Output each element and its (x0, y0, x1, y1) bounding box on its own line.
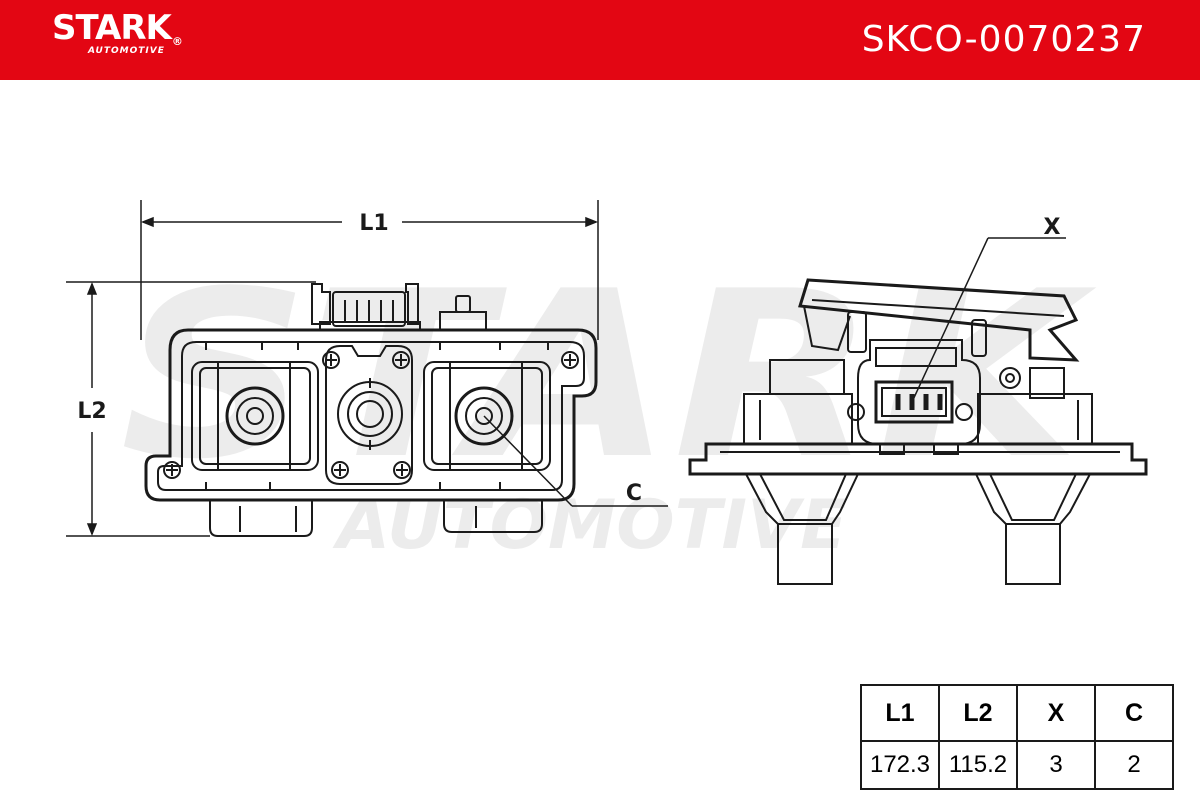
coil-top-view (144, 283, 598, 537)
brand-subtitle: AUTOMOTIVE (88, 46, 165, 56)
spec-value-l1: 172.3 (860, 740, 940, 790)
coil-side-view (688, 278, 1148, 585)
registered-mark-icon: ® (171, 35, 183, 48)
brand-name: STARK (52, 8, 172, 48)
spec-header-row: L1 L2 X C (860, 684, 1174, 742)
spec-value-c: 2 (1094, 740, 1174, 790)
spec-value-row: 172.3 115.2 3 2 (860, 740, 1174, 790)
spec-header-c: C (1094, 684, 1174, 742)
spec-value-l2: 115.2 (938, 740, 1018, 790)
spec-value-x: 3 (1016, 740, 1096, 790)
watermark-sub: AUTOMOTIVE (332, 486, 847, 565)
label-c: C (626, 481, 642, 506)
spec-header-l2: L2 (938, 684, 1018, 742)
brand-logo: STARK® AUTOMOTIVE (52, 8, 183, 56)
label-l2: L2 (77, 399, 106, 424)
screw-icons (163, 351, 579, 479)
part-number: SKCO-0070237 (861, 19, 1146, 60)
label-l1: L1 (359, 211, 388, 236)
header-bar: STARK® AUTOMOTIVE SKCO-0070237 (0, 0, 1200, 80)
spec-table: L1 L2 X C 172.3 115.2 3 2 (860, 684, 1174, 790)
technical-drawing: STARK AUTOMOTIVE (66, 200, 1148, 585)
spec-header-x: X (1016, 684, 1096, 742)
label-x: X (1044, 215, 1061, 240)
dimension-labels: L1 L2 C X (77, 211, 1060, 506)
spec-header-l1: L1 (860, 684, 940, 742)
watermark: STARK AUTOMOTIVE (120, 243, 1097, 565)
dimension-lines (66, 200, 1066, 537)
